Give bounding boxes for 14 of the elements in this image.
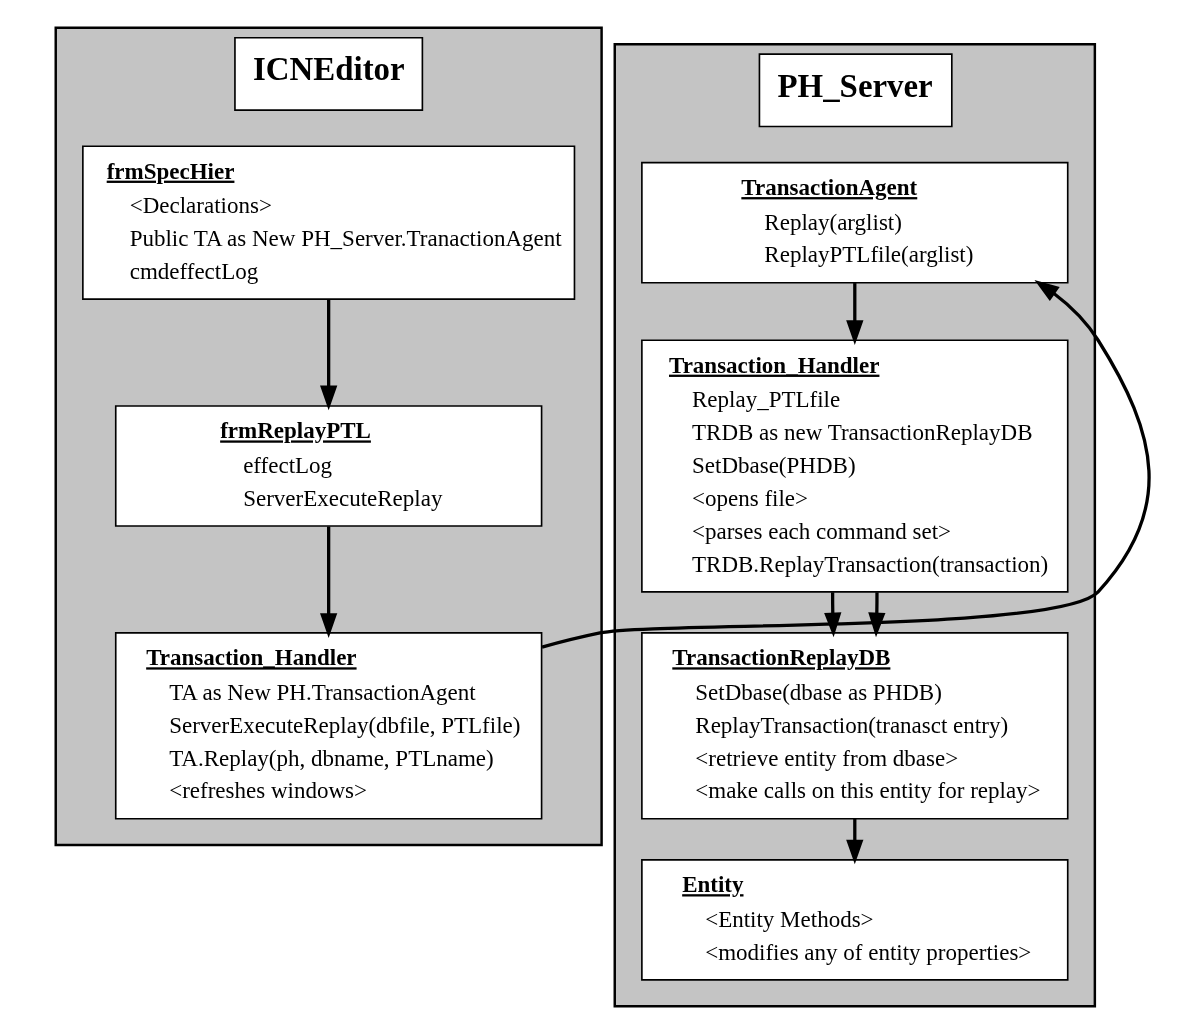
node-box: Transaction_Handler TA as New PH.TransactionAgent ServerExecuteReplay(dbfile, PTLfile) TA.Replay(ph, dbname, PTLname) <refreshes windows> <box>114 632 542 820</box>
arrow <box>541 279 1150 649</box>
node-box: Transaction_Handler Replay_PTLfile TRDB as new TransactionReplayDB SetDbase(PHDB) <opens file> <parses each command set> TRDB.ReplayTransaction(transaction) <box>640 339 1069 593</box>
arrow <box>845 818 863 865</box>
arrow <box>319 526 337 638</box>
node-box: TransactionReplayDB SetDbase(dbase as PHDB) ReplayTransaction(tranasct entry) <retrieve entity from dbase> <make calls on this entity for replay> <box>640 632 1069 820</box>
node-box: TransactionAgent Replay(arglist) ReplayPTLfile(arglist) <box>640 161 1069 284</box>
arrow <box>319 299 337 411</box>
arrow <box>867 592 885 638</box>
node-box: Entity <Entity Methods> <modifies any of entity properties> <box>640 859 1069 981</box>
arrow <box>823 592 841 638</box>
node-box: frmReplayPTL effectLog ServerExecuteReplay <box>114 405 542 527</box>
arrow <box>845 283 863 345</box>
node-box: frmSpecHier <Declarations> Public TA as New PH_Server.TranactionAgent cmdeffectLog <box>81 145 575 300</box>
